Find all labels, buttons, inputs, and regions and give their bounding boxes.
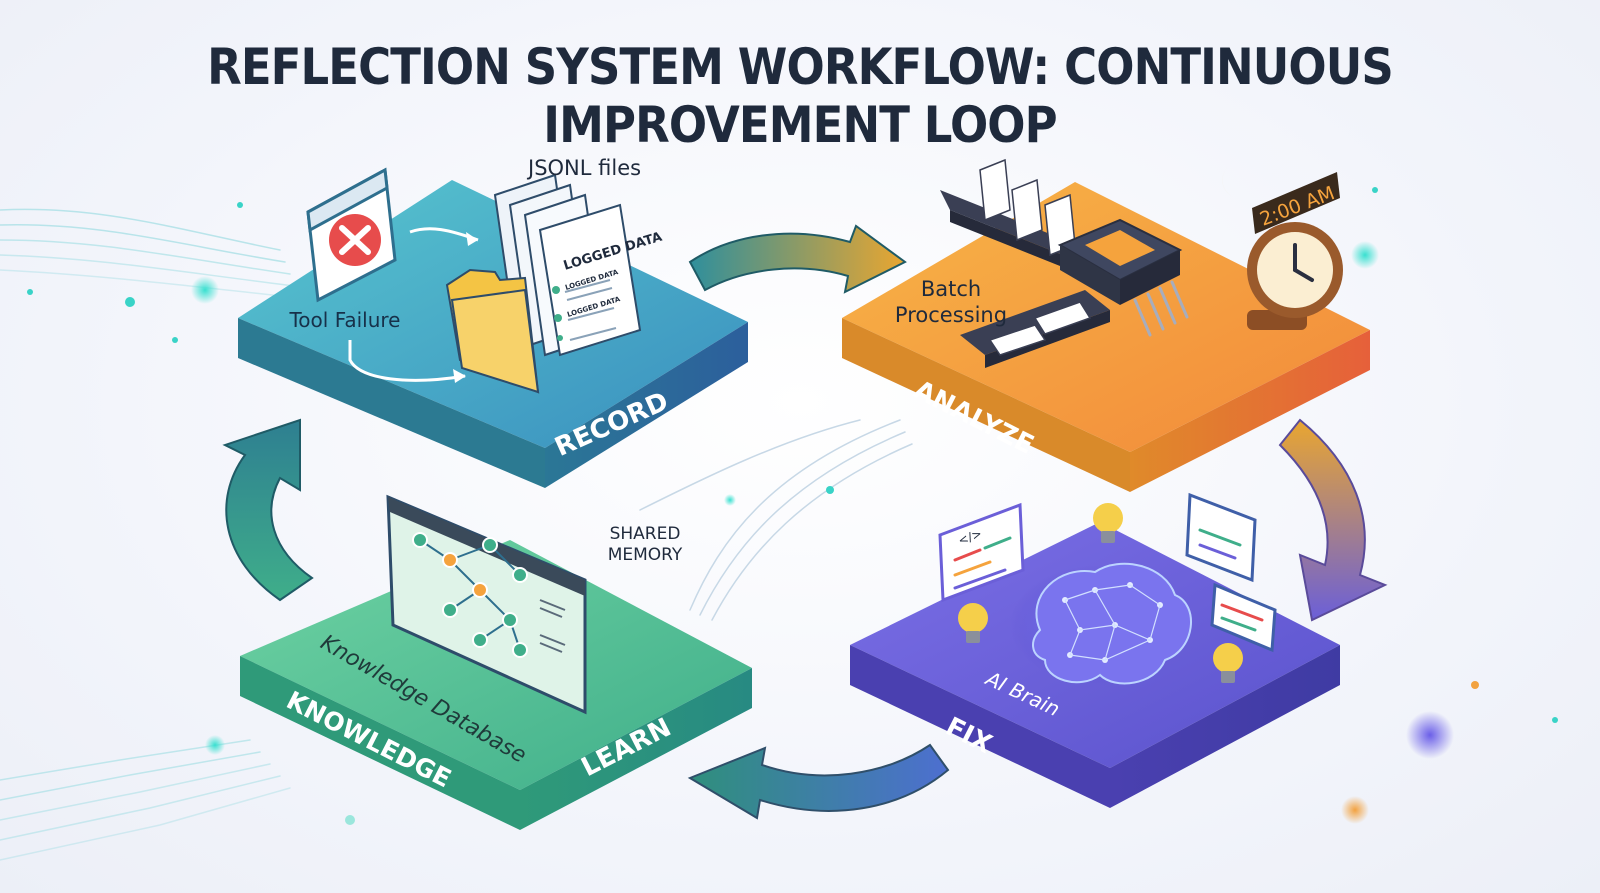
knowledge-graph-screen-icon: [386, 494, 587, 715]
arrow-fix-to-learn: [687, 743, 950, 820]
ai-brain-icon: [1032, 562, 1192, 685]
arrow-learn-to-record: [222, 418, 314, 602]
jsonl-files-label: JSONL files: [526, 156, 641, 180]
clock-icon: [1247, 222, 1343, 330]
tool-failure-label: Tool Failure: [288, 308, 400, 332]
code-bubble-icon: [938, 492, 1277, 653]
jsonl-files-icon: [493, 173, 642, 357]
page-title: REFLECTION SYSTEM WORKFLOW: CONTINUOUS I…: [207, 38, 1394, 154]
shared-memory-label-line-1: SHARED: [610, 524, 681, 544]
lightbulb-icon: [958, 503, 1243, 683]
record-flow-arrow-bottom: [348, 340, 466, 382]
background-data-streams: [0, 208, 913, 861]
tool-failure-window-icon: [306, 167, 397, 303]
batch-processing-label-line-2: Processing: [895, 303, 1007, 327]
batch-processing-label-line-1: Batch: [921, 277, 981, 301]
arrow-record-to-analyze: [688, 224, 907, 294]
arrow-analyze-to-fix: [1278, 418, 1388, 622]
folder-icon: [445, 268, 540, 394]
processor-chip-icon: [1057, 218, 1189, 337]
background-glow-dots: [27, 187, 1558, 825]
record-stage: Tool Failure LOGGED DATA LOGGED DATA LOG…: [238, 156, 748, 488]
moon-icon: [1222, 165, 1252, 199]
shared-memory-label-line-2: MEMORY: [608, 545, 683, 565]
